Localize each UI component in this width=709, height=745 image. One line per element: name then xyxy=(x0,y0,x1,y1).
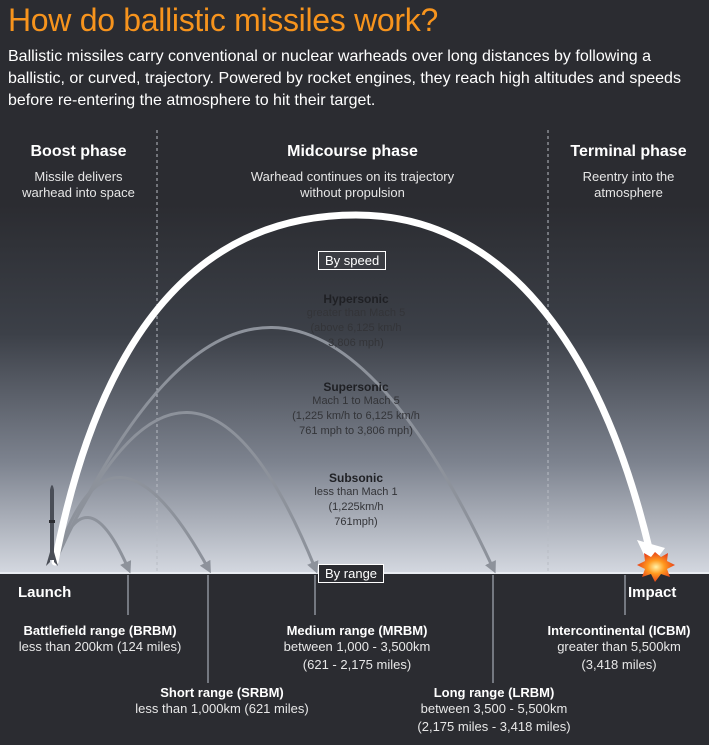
trajectory-lrbm xyxy=(53,326,496,574)
range-name: Battlefield range (BRBM) xyxy=(23,623,177,638)
phase-desc-line: warhead into space xyxy=(22,185,135,200)
range-srbm: Short range (SRBM) less than 1,000km (62… xyxy=(122,685,322,718)
phase-desc-line: Missile delivers xyxy=(34,169,123,184)
speed-desc-line: (1,225km/h xyxy=(328,501,384,513)
by-speed-label: By speed xyxy=(318,251,387,270)
phase-desc-terminal: Reentry into the atmosphere xyxy=(548,169,709,201)
range-desc-line: less than 200km (124 miles) xyxy=(18,639,182,654)
range-desc-line: greater than 5,500km xyxy=(557,639,681,654)
launch-label: Launch xyxy=(18,584,72,601)
range-lrbm: Long range (LRBM) between 3,500 - 5,500k… xyxy=(396,685,592,736)
range-brbm: Battlefield range (BRBM) less than 200km… xyxy=(2,623,198,656)
missile-icon xyxy=(46,485,58,566)
phase-desc-line: without propulsion xyxy=(300,185,405,200)
speed-name: Hypersonic xyxy=(323,292,389,306)
phase-title-terminal: Terminal phase xyxy=(570,143,687,160)
range-desc-line: (3,418 miles) xyxy=(581,657,657,672)
speed-hypersonic: Hypersonic greater than Mach 5 (above 6,… xyxy=(256,292,456,351)
by-range-label: By range xyxy=(318,564,385,583)
range-desc-line: (621 - 2,175 miles) xyxy=(302,657,412,672)
range-desc-line: (2,175 miles - 3,418 miles) xyxy=(417,719,571,734)
speed-name: Supersonic xyxy=(323,380,389,394)
range-desc-line: less than 1,000km (621 miles) xyxy=(135,701,309,716)
range-name: Medium range (MRBM) xyxy=(286,623,428,638)
speed-desc-line: 761 mph to 3,806 mph) xyxy=(299,425,413,437)
speed-desc-line: (above 6,125 km/h xyxy=(310,322,402,334)
phase-desc-boost: Missile delivers warhead into space xyxy=(0,169,157,201)
trajectory-icbm xyxy=(51,211,654,566)
speed-desc-line: greater than Mach 5 xyxy=(306,307,406,319)
range-desc-line: between 1,000 - 3,500km xyxy=(283,639,431,654)
intro-text: Ballistic missiles carry conventional or… xyxy=(8,48,681,109)
page-title: How do ballistic missiles work? xyxy=(8,2,438,38)
phase-desc-line: Reentry into the xyxy=(582,169,675,184)
trajectory-arrowhead xyxy=(637,540,665,568)
phase-desc-line: Warhead continues on its trajectory xyxy=(250,169,455,184)
explosion-icon xyxy=(637,552,675,582)
speed-supersonic: Supersonic Mach 1 to Mach 5 (1,225 km/h … xyxy=(256,380,456,439)
ground xyxy=(0,573,709,745)
impact-label: Impact xyxy=(628,584,677,601)
trajectory-srbm xyxy=(53,476,211,574)
speed-name: Subsonic xyxy=(328,471,383,485)
speed-desc-line: (1,225 km/h to 6,125 km/h xyxy=(292,410,420,422)
range-icbm: Intercontinental (ICBM) greater than 5,5… xyxy=(530,623,708,674)
range-desc-line: between 3,500 - 5,500km xyxy=(420,701,568,716)
speed-desc-line: Mach 1 to Mach 5 xyxy=(312,395,400,407)
speed-subsonic: Subsonic less than Mach 1 (1,225km/h 761… xyxy=(256,471,456,530)
speed-desc-line: less than Mach 1 xyxy=(314,486,398,498)
speed-desc-line: 761mph) xyxy=(334,516,378,528)
range-mrbm: Medium range (MRBM) between 1,000 - 3,50… xyxy=(257,623,457,674)
speed-desc-line: 3,806 mph) xyxy=(328,337,384,349)
phase-desc-line: atmosphere xyxy=(594,185,663,200)
phase-title-boost: Boost phase xyxy=(30,143,127,160)
range-name: Intercontinental (ICBM) xyxy=(547,623,691,638)
range-name: Short range (SRBM) xyxy=(160,685,284,700)
range-name: Long range (LRBM) xyxy=(433,685,555,700)
phase-desc-midcourse: Warhead continues on its trajectory with… xyxy=(157,169,548,201)
phase-title-midcourse: Midcourse phase xyxy=(287,143,418,160)
